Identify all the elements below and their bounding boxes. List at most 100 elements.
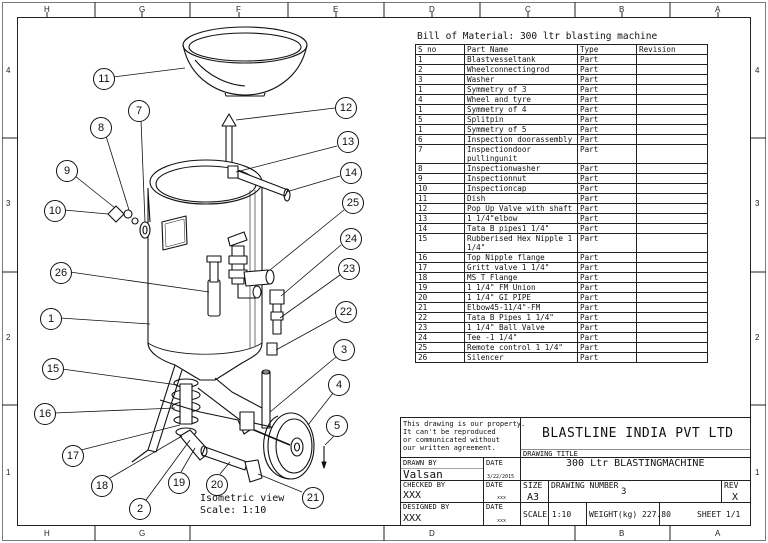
zone-top-c: C [525,5,531,14]
bom-cell-type: Part [577,332,637,343]
zone-top-f: F [236,5,241,14]
title-block-grid [400,417,751,526]
designed-date-label: DATE [486,503,503,511]
bom-cell-sno: 1 [415,54,465,65]
bom-cell-sno: 4 [415,94,465,105]
notice-line: or communicated without [403,436,500,444]
balloon-8: 8 [90,117,112,139]
bom-cell-revision [636,114,708,125]
bom-cell-sno: 12 [415,203,465,214]
bom-cell-part-name: Rubberised Hex Nipple 1 1/4" [464,233,578,253]
notice-line: our written agreement. [403,444,496,452]
bom-cell-part-name: 1 1/4" Ball Valve [464,322,578,333]
rev-value: X [732,492,739,503]
bom-cell-type: Part [577,223,637,234]
bom-cell-type: Part [577,282,637,293]
bom-cell-part-name: Tee -1 1/4" [464,332,578,343]
bom-cell-sno: 25 [415,342,465,353]
bom-cell-part-name: Symmetry of 5 [464,124,578,135]
bom-cell-revision [636,203,708,214]
view-label: Isometric view [200,493,285,504]
bom-cell-revision [636,342,708,353]
notice-line: It can't be reproduced [403,428,496,436]
bom-cell-part-name: Pop Up Valve with shaft [464,203,578,214]
sheet-text: SHEET 1/1 [697,510,741,519]
rev-label: REV [724,481,739,490]
drawing-number: 3 [621,487,627,497]
part-gi-pipe [200,445,263,483]
bom-cell-sno: 3 [415,74,465,85]
zone-top-a: A [715,5,721,14]
balloon-20: 20 [206,474,228,496]
bom-cell-revision [636,262,708,273]
part-wheel-connecting-rod [131,364,286,463]
bom-cell-type: Part [577,124,637,135]
bom-cell-type: Part [577,262,637,273]
checked-by: XXX [403,490,422,501]
bom-cell-sno: 9 [415,173,465,184]
zone-bottom-a: A [715,529,721,538]
bom-cell-sno: 20 [415,292,465,303]
bom-cell-revision [636,64,708,75]
bom-cell-type: Part [577,302,637,313]
bom-cell-revision [636,252,708,263]
bom-header-sno: S no [415,44,465,55]
balloon-24: 24 [340,228,362,250]
bom-header-part-name: Part Name [464,44,578,55]
checked-date-label: DATE [486,481,503,489]
balloon-18: 18 [91,475,113,497]
bom-cell-sno: 21 [415,302,465,313]
balloon-23: 23 [338,258,360,280]
bom-cell-part-name: 1 1/4" FM Union [464,282,578,293]
checked-by-label: CHECKED BY [403,481,446,489]
bom-cell-part-name: MS T Flange [464,272,578,283]
bom-cell-revision [636,352,708,363]
bom-header-type: Type [577,44,637,55]
bom-cell-type: Part [577,193,637,204]
balloon-9: 9 [56,160,78,182]
zone-bottom-d: D [429,529,435,538]
part-wheel [253,412,315,480]
balloon-3: 3 [333,339,355,361]
designed-by: XXX [403,513,422,524]
bom-cell-sno: 13 [415,213,465,224]
bom-cell-sno: 18 [415,272,465,283]
bom-cell-type: Part [577,104,637,115]
bom-cell-type: Part [577,94,637,105]
bom-cell-revision [636,144,708,164]
part-top-pipe [227,165,291,202]
zone-left-2: 2 [6,333,11,342]
bom-cell-sno: 17 [415,262,465,273]
bom-cell-revision [636,84,708,95]
bom-cell-sno: 22 [415,312,465,323]
balloon-13: 13 [337,131,359,153]
bom-cell-revision [636,292,708,303]
part-split-pin [321,446,327,469]
bom-cell-part-name: Wheelconnectingrod [464,64,578,75]
bom-cell-revision [636,312,708,323]
bom-cell-sno: 1 [415,84,465,95]
part-grit-valve [171,378,211,461]
balloon-10: 10 [44,200,66,222]
bom-cell-type: Part [577,173,637,184]
bom-cell-sno: 7 [415,144,465,164]
designed-by-label: DESIGNED BY [403,503,450,511]
bom-cell-revision [636,302,708,313]
bom-cell-part-name: Inspectionnut [464,173,578,184]
bom-cell-sno: 14 [415,223,465,234]
zone-right-3: 3 [755,199,760,208]
